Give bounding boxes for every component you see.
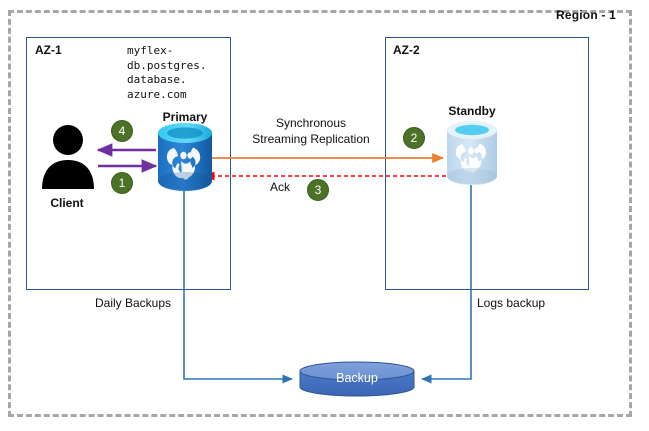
- step-badge-1: 1: [111, 172, 133, 194]
- replication-label-line2: Streaming Replication: [252, 132, 370, 146]
- client-node-label: Client: [50, 196, 84, 210]
- availability-zone-1-label: AZ-1: [35, 43, 62, 57]
- step-badge-4: 4: [111, 120, 133, 142]
- replication-label: Synchronous Streaming Replication: [241, 115, 381, 147]
- availability-zone-2-box: [385, 37, 589, 290]
- replication-label-line1: Synchronous: [275, 116, 347, 130]
- daily-backups-label: Daily Backups: [94, 296, 172, 310]
- standby-node-label: Standby: [448, 104, 496, 118]
- step-badge-3: 3: [307, 179, 329, 201]
- region-boundary: [8, 10, 632, 417]
- region-label: Region - 1: [556, 8, 617, 22]
- primary-node-label: Primary: [162, 110, 208, 124]
- logs-backup-label: Logs backup: [477, 296, 546, 310]
- server-hostname-text: myflex- db.postgres. database. azure.com: [127, 44, 207, 101]
- step-badge-2: 2: [403, 127, 425, 149]
- ack-label: Ack: [269, 180, 290, 194]
- availability-zone-2-label: AZ-2: [393, 43, 420, 57]
